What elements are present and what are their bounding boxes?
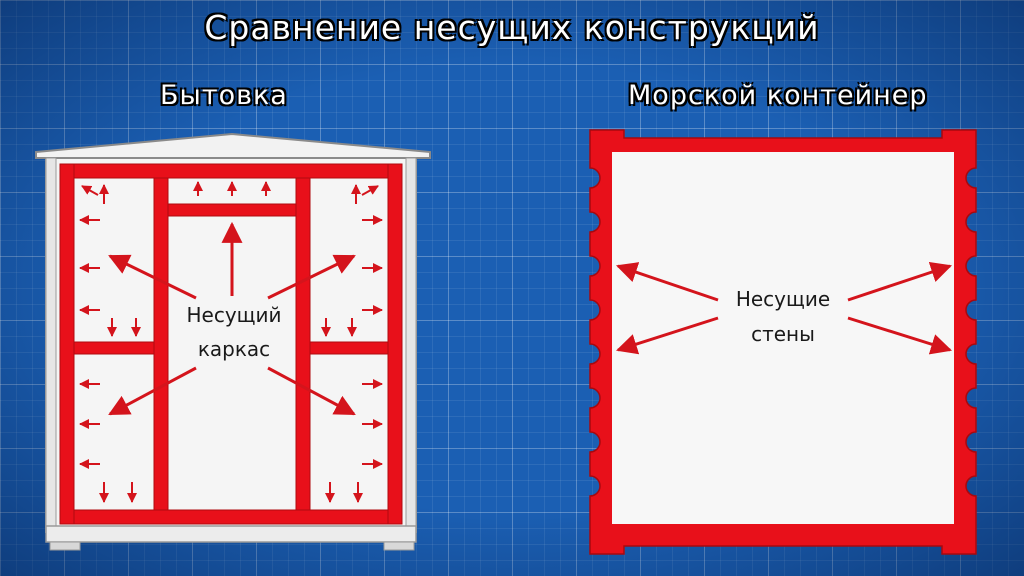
frame-right-post — [387, 163, 403, 525]
cabin-label-line-2: каркас — [198, 337, 270, 361]
cabin-right-trim — [405, 157, 417, 529]
cabin-left-trim — [45, 157, 57, 529]
frame-top-beam — [59, 163, 403, 179]
frame-left-post — [59, 163, 75, 525]
frame-right-mid-beam — [309, 341, 389, 355]
cabin-skid-right — [383, 541, 415, 551]
container-label-line-1: Несущие — [736, 287, 830, 311]
frame-bottom-beam — [59, 509, 403, 525]
frame-left-mid-beam — [73, 341, 155, 355]
container-drawing: Несущие стены — [589, 129, 977, 555]
container-interior — [612, 152, 954, 524]
frame-inner-post-left — [153, 177, 169, 511]
cabin-heading: Бытовка — [160, 80, 288, 111]
cabin-pointer-arrows — [108, 221, 356, 416]
load-bearing-frame — [59, 163, 403, 525]
frame-inner-post-right — [295, 177, 311, 511]
container-heading: Морской контейнер — [628, 80, 928, 111]
container-pointer-arrows — [615, 262, 953, 355]
cabin-roof — [35, 132, 431, 159]
cabin-pressure-arrows — [79, 181, 383, 503]
cabin-skid-left — [49, 541, 81, 551]
cabin-drawing: Несущий каркас — [35, 132, 431, 551]
container-label-line-2: стены — [751, 322, 815, 346]
cabin-label-backdrop — [176, 300, 294, 366]
cabin-label-line-1: Несущий — [186, 303, 281, 327]
frame-door-header — [167, 203, 297, 217]
page-title: Сравнение несущих конструкций — [204, 8, 820, 47]
cabin-base — [45, 525, 417, 543]
